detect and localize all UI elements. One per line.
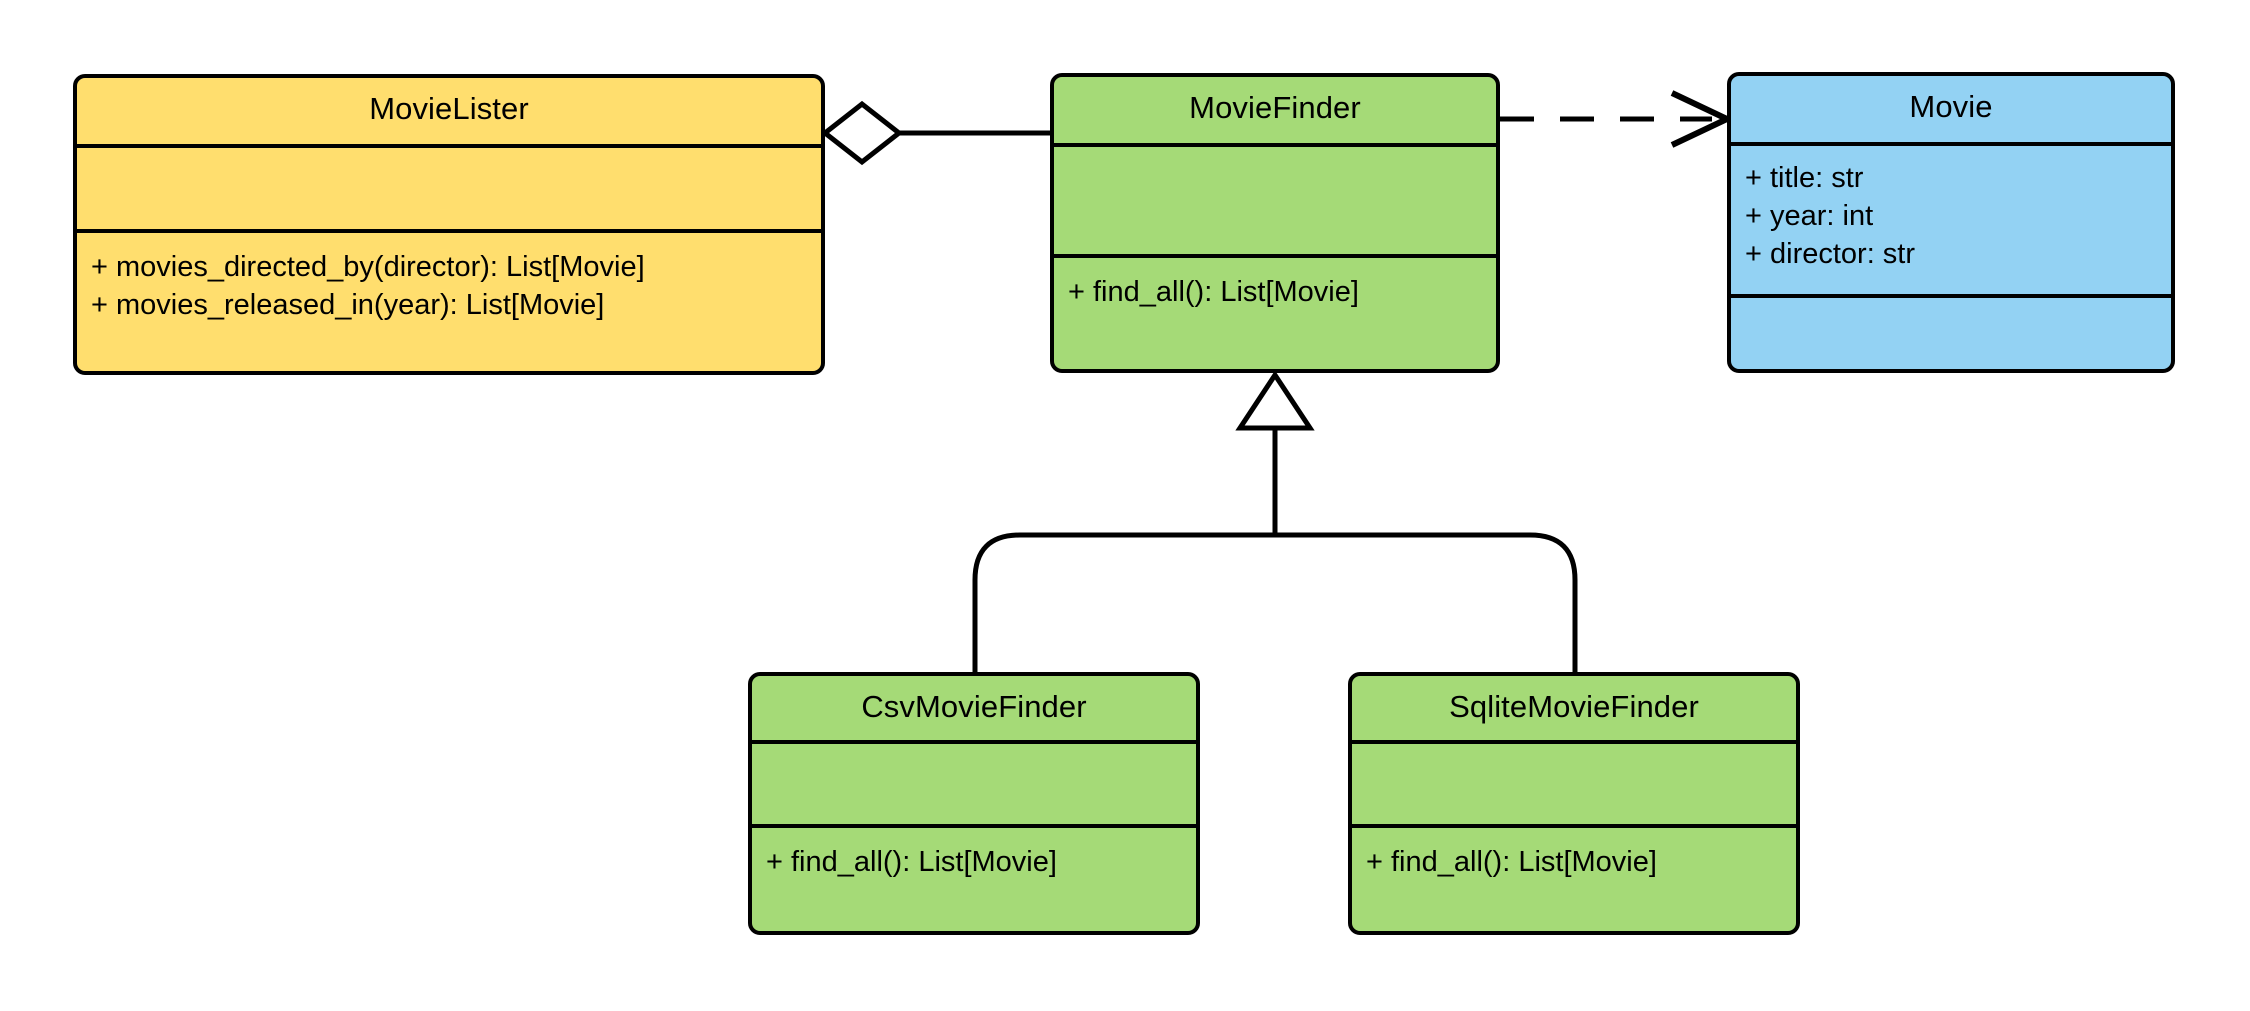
attributes-compartment-movielister bbox=[77, 144, 821, 229]
aggregation-connector-movielister-moviefinder[interactable] bbox=[820, 100, 1050, 166]
attributes-compartment-csvmoviefinder bbox=[752, 740, 1196, 824]
operations-compartment-sqlitemoviefinder: + find_all(): List[Movie] bbox=[1352, 824, 1796, 931]
attribute-item: + year: int bbox=[1745, 199, 1874, 232]
class-name-csvmoviefinder: CsvMovieFinder bbox=[861, 689, 1087, 724]
operation-item: + find_all(): List[Movie] bbox=[1068, 276, 1359, 308]
class-name-sqlitemoviefinder: SqliteMovieFinder bbox=[1449, 689, 1699, 724]
dependency-connector-moviefinder-movie[interactable] bbox=[1500, 90, 1735, 148]
class-box-csvmoviefinder[interactable]: CsvMovieFinder + find_all(): List[Movie] bbox=[748, 672, 1200, 935]
attribute-item: + title: str bbox=[1745, 162, 1864, 194]
operations-compartment-movie bbox=[1731, 294, 2171, 369]
operations-compartment-movielister: + movies_directed_by(director): List[Mov… bbox=[77, 229, 821, 371]
operation-item: + movies_released_in(year): List[Movie] bbox=[91, 288, 605, 321]
operations-compartment-csvmoviefinder: + find_all(): List[Movie] bbox=[752, 824, 1196, 931]
class-box-sqlitemoviefinder[interactable]: SqliteMovieFinder + find_all(): List[Mov… bbox=[1348, 672, 1800, 935]
operations-compartment-moviefinder: + find_all(): List[Movie] bbox=[1054, 254, 1496, 369]
attributes-compartment-moviefinder bbox=[1054, 143, 1496, 254]
operation-item: + find_all(): List[Movie] bbox=[766, 846, 1057, 878]
operation-item: + movies_directed_by(director): List[Mov… bbox=[91, 251, 645, 283]
open-arrowhead-icon bbox=[1670, 90, 1735, 148]
class-box-moviefinder[interactable]: MovieFinder + find_all(): List[Movie] bbox=[1050, 73, 1500, 373]
generalization-branch-csv bbox=[972, 532, 1275, 672]
class-name-movielister: MovieLister bbox=[369, 91, 529, 126]
hollow-diamond-icon bbox=[820, 100, 904, 166]
generalization-branch-sqlite bbox=[1275, 532, 1578, 672]
generalization-connector-tree[interactable] bbox=[972, 370, 1578, 672]
class-box-movielister[interactable]: MovieLister + movies_directed_by(directo… bbox=[73, 74, 825, 375]
hollow-triangle-icon bbox=[1235, 370, 1315, 431]
attributes-compartment-sqlitemoviefinder bbox=[1352, 740, 1796, 824]
class-name-moviefinder: MovieFinder bbox=[1189, 90, 1361, 125]
attribute-item: + director: str bbox=[1745, 237, 1916, 270]
attributes-compartment-movie: + title: str + year: int + director: str bbox=[1731, 142, 2171, 294]
operation-item: + find_all(): List[Movie] bbox=[1366, 846, 1657, 878]
class-name-movie: Movie bbox=[1909, 89, 1993, 124]
class-box-movie[interactable]: Movie + title: str + year: int + directo… bbox=[1727, 72, 2175, 373]
